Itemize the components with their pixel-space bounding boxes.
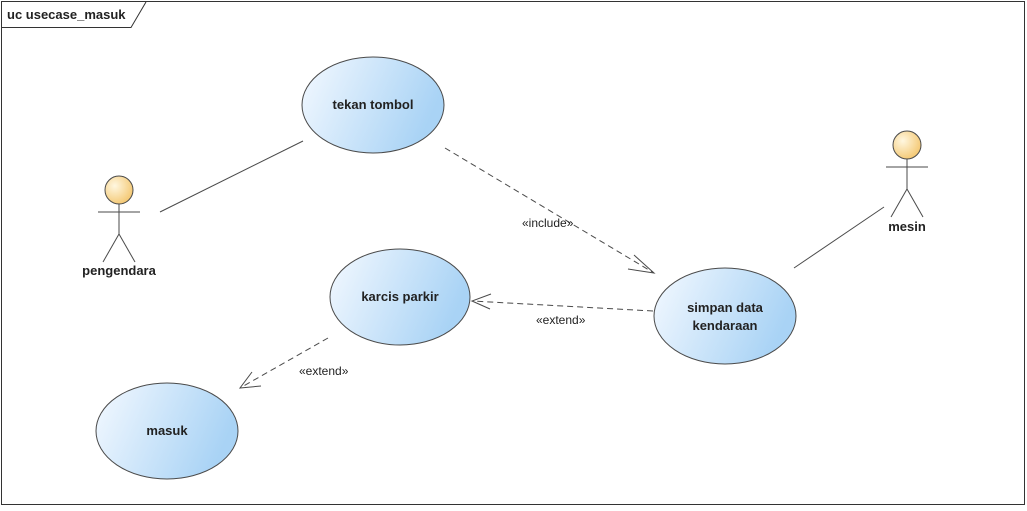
extend-label-karcis: «extend» [536, 313, 586, 327]
actor-head-icon [104, 175, 134, 205]
usecase-masuk[interactable]: masuk [95, 382, 239, 480]
usecase-simpan-data-kendaraan[interactable]: simpan data kendaraan [653, 267, 797, 365]
extend-relation-masuk [238, 337, 329, 389]
usecase-label-line2: kendaraan [692, 318, 757, 333]
usecase-tekan-tombol[interactable]: tekan tombol [301, 56, 445, 154]
actor-head-icon [892, 130, 922, 160]
extend-relation-karcis [470, 293, 654, 312]
usecase-label: tekan tombol [333, 97, 414, 112]
association-mesin-simpan-data [793, 206, 885, 269]
usecase-label-line1: simpan data [687, 300, 764, 315]
include-relation [444, 147, 656, 274]
include-label: «include» [522, 216, 574, 230]
actor-pengendara[interactable]: pengendara [82, 175, 157, 278]
frame-title: uc usecase_masuk [7, 7, 126, 22]
extend-label-masuk: «extend» [299, 364, 349, 378]
frame-title-tab [1, 1, 147, 28]
actor-label: pengendara [82, 263, 156, 278]
usecase-karcis-parkir[interactable]: karcis parkir [329, 248, 471, 346]
association-pengendara-tekan-tombol [159, 140, 304, 213]
actor-label: mesin [888, 219, 926, 234]
actor-mesin[interactable]: mesin [886, 130, 928, 234]
usecase-label: masuk [146, 423, 188, 438]
usecase-label: karcis parkir [361, 289, 438, 304]
